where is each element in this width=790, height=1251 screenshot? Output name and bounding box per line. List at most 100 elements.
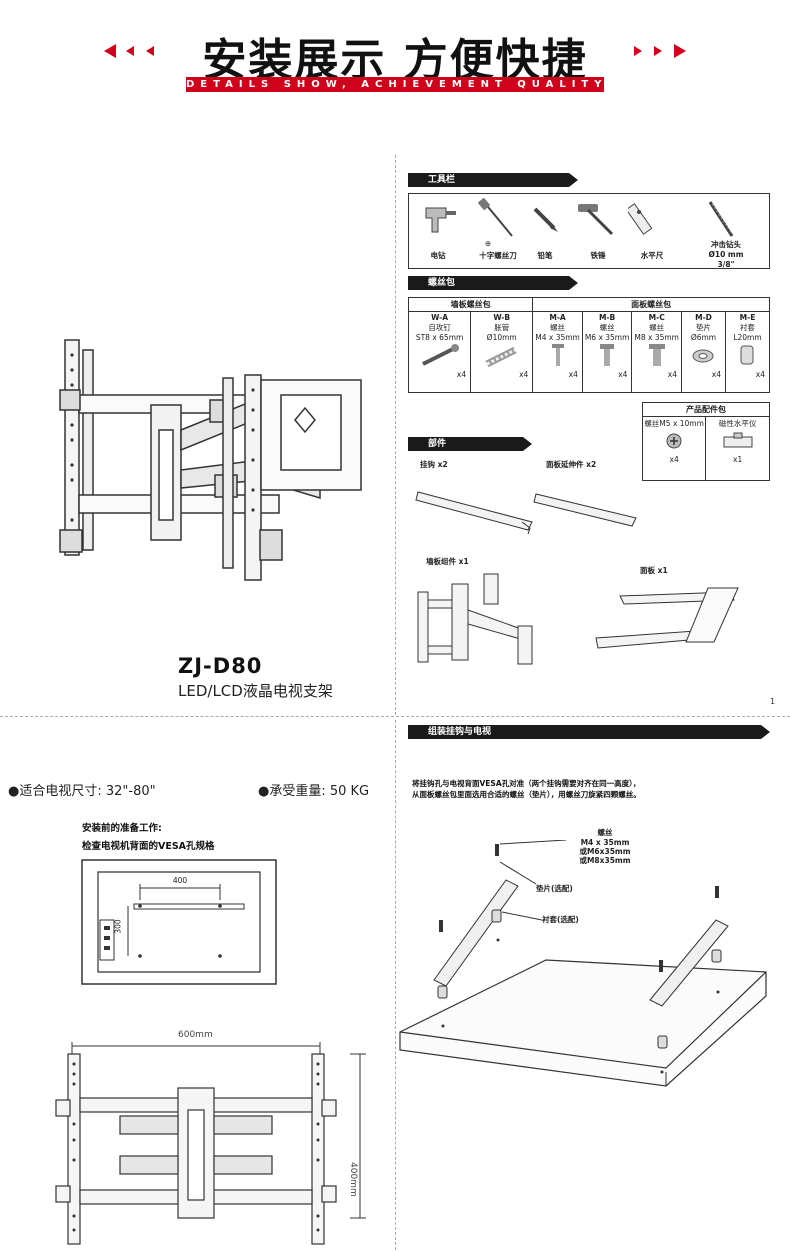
screw-cell: W-A 自攻钉 ST8 x 65mm x4 (407, 311, 472, 393)
part-label: 面板 x1 (640, 566, 668, 575)
screw-spec: L20mm (733, 333, 762, 342)
accessories-table: 产品配件包 螺丝M5 x 10mm x4 磁性水平仪 x1 (641, 402, 770, 481)
banner-arrow-left-icon (104, 44, 116, 58)
wall-plate-assembly-illustration (417, 573, 533, 665)
screw-name: 螺丝 (550, 323, 566, 332)
screw-code: M-C (648, 313, 665, 322)
screw-cell: M-A 螺丝 M4 x 35mm x4 (532, 311, 583, 393)
tv-back-diagram (81, 859, 277, 985)
screw-cell: W-B 胀管 Ø10mm x4 (470, 311, 534, 393)
screws-header: 螺丝包 (408, 276, 578, 290)
load-spec: ●承受重量: 50 KG (258, 784, 370, 799)
banner-subtitle: DETAILS SHOW, ACHIEVEMENT QUALITY (186, 77, 604, 92)
screw-option: 或M8x35mm (579, 856, 631, 865)
screw-name: 衬套 (739, 323, 755, 332)
assembly-note: 将挂钩孔与电视背面VESA孔对准（两个挂钩需要对齐在同一高度）， (412, 779, 641, 788)
part-label: 墙板组件 x1 (426, 557, 469, 566)
accessory-cell: 螺丝M5 x 10mm x4 (641, 416, 707, 481)
tool-label: 铅笔 (537, 251, 553, 260)
tv-plate-illustration (595, 587, 739, 649)
wall-anchor-icon (485, 346, 517, 368)
screw-cell: M-B 螺丝 M6 x 35mm x4 (581, 311, 633, 393)
tool-label: 水平尺 (640, 251, 664, 260)
screw-option: 或M6x35mm (579, 847, 631, 856)
bracket-illustration (59, 339, 362, 581)
banner-arrow-right-icon (654, 46, 662, 56)
banner-arrow-right-icon (674, 44, 686, 58)
screw-qty: x4 (456, 370, 467, 379)
tv-size-spec: ●适合电视尺寸: 32"-80" (8, 784, 156, 799)
screw-spec: M8 x 35mm (634, 333, 679, 342)
banner-arrow-left-icon (126, 46, 134, 56)
screw-code: M-A (549, 313, 566, 322)
accessory-qty: x1 (733, 455, 743, 464)
screw-code: M-E (739, 313, 756, 322)
wall-screw-group: 墙板螺丝包 (407, 297, 534, 312)
divider (395, 720, 396, 1250)
accessory-cell: 磁性水平仪 x1 (705, 416, 770, 481)
screw-cell: M-E 衬套 L20mm x4 (724, 311, 771, 393)
screwdriver-icon (478, 198, 513, 237)
washer-label: 垫片(选配) (536, 884, 573, 893)
screw-qty: x4 (618, 370, 628, 379)
assembly-diagram (399, 840, 767, 1087)
screw-name: 螺丝 (649, 323, 665, 332)
preparation-subtitle: 检查电视机背面的VESA孔规格 (82, 841, 215, 852)
accessory-name: 磁性水平仪 (718, 419, 757, 428)
spacer-icon (740, 345, 754, 365)
screw-name: 垫片 (695, 323, 711, 332)
screw-icon (551, 344, 564, 366)
pencil-icon (533, 207, 558, 232)
tool-label: 十字螺丝刀 (479, 251, 517, 260)
page-number: 1 (770, 697, 776, 706)
tool-detail: 3/8" (717, 260, 735, 269)
accessory-name: 螺丝M5 x 10mm (644, 419, 704, 428)
parts-header: 部件 (408, 437, 532, 451)
screw-icon (648, 344, 665, 366)
screw-option: M4 x 35mm (580, 838, 630, 847)
screws-table: 墙板螺丝包 面板螺丝包 W-A 自攻钉 ST8 x 65mm x4 W-B 胀管… (407, 297, 771, 393)
level-icon (628, 203, 653, 235)
screw-qty: x4 (519, 370, 529, 379)
screw-code: M-D (695, 313, 712, 322)
panel-screw-group: 面板螺丝包 (532, 297, 770, 312)
divider (0, 716, 790, 717)
washer-icon (692, 349, 714, 363)
bracket-width-label: 600mm (178, 1030, 213, 1040)
drill-bit-icon (708, 201, 734, 237)
screw-code: W-B (493, 313, 511, 322)
vesa-width: 400 (172, 876, 188, 885)
screw-spec: Ø6mm (690, 333, 717, 342)
preparation-title: 安装前的准备工作: (82, 823, 162, 834)
screw-name: 自攻钉 (428, 323, 451, 332)
screw-code: W-A (431, 313, 448, 322)
screw-spec: Ø10mm (486, 333, 517, 342)
tool-detail: Ø10 mm (708, 250, 744, 259)
magnetic-level-icon (723, 432, 753, 448)
cross-symbol: ⊕ (484, 239, 492, 248)
drill-icon (425, 207, 456, 233)
tool-label: 冲击钻头 (711, 240, 741, 249)
hook-part-illustration (415, 491, 533, 535)
vesa-height: 300 (113, 919, 123, 934)
screw-qty: x4 (711, 370, 721, 379)
screw-name: 螺丝 (599, 323, 615, 332)
accessory-qty: x4 (669, 455, 679, 464)
hammer-icon (578, 204, 614, 236)
screw-qty: x4 (667, 370, 677, 379)
panel-extension-illustration (533, 493, 637, 527)
accessories-header: 产品配件包 (642, 402, 770, 417)
screw-spec: M6 x 35mm (584, 333, 630, 342)
spacer-label: 衬套(选配) (542, 915, 579, 924)
screw-qty: x4 (568, 370, 578, 379)
assembly-note: 从面板螺丝包里面选用合适的螺丝（垫片），用螺丝刀旋紧四颗螺丝。 (412, 790, 641, 799)
part-label: 挂钩 x2 (420, 460, 448, 469)
divider (395, 155, 396, 715)
screw-label: 螺丝 (597, 828, 613, 837)
screw-spec: ST8 x 65mm (415, 333, 464, 342)
screw-head-icon (666, 433, 682, 449)
screw-icon (600, 344, 615, 366)
banner-arrow-left-icon (146, 46, 154, 56)
tool-label: 铁锤 (590, 251, 606, 260)
assembly-header: 组装挂钩与电视 (408, 725, 770, 739)
